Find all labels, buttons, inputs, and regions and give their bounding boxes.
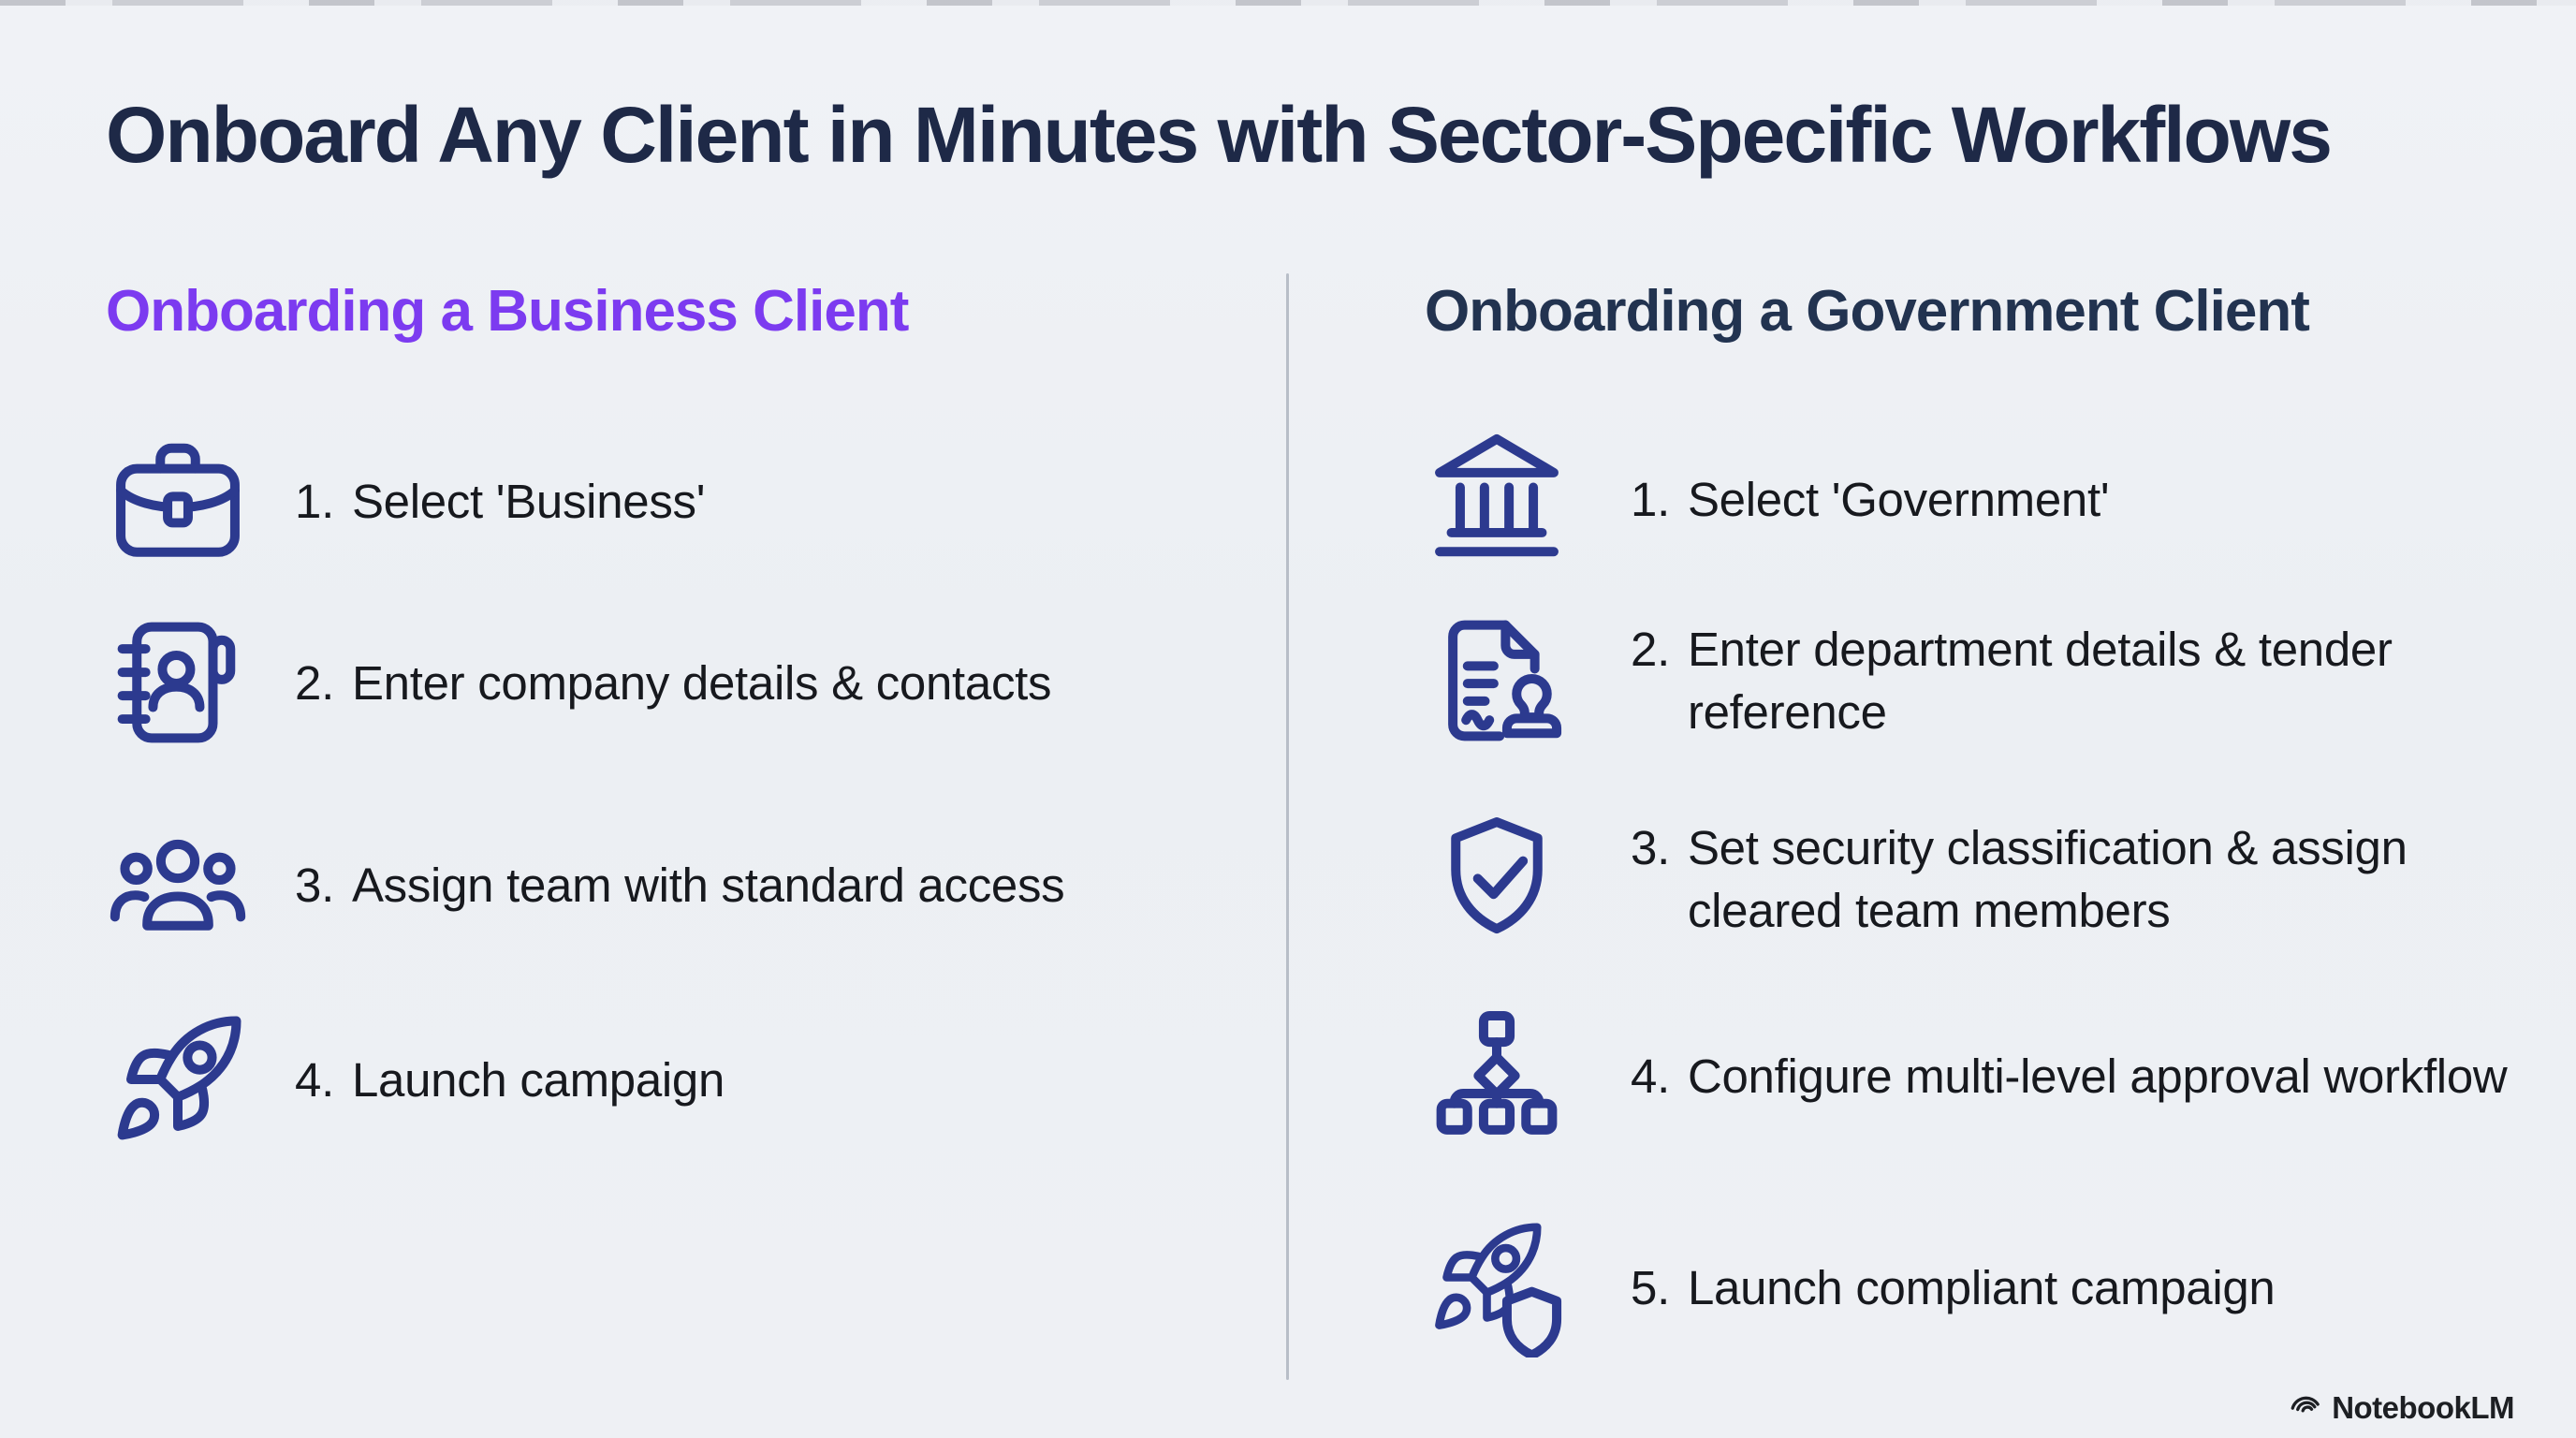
shield-check-icon (1425, 807, 1569, 951)
step-label: Launch campaign (351, 1052, 725, 1107)
step-number: 5. (1631, 1260, 1670, 1314)
business-column: Onboarding a Business Client 1. Select 'B… (106, 0, 1229, 1438)
briefcase-icon (106, 429, 250, 573)
notebooklm-watermark: NotebookLM (2290, 1388, 2514, 1427)
government-step-2: 2. Enter department details & tender refe… (1425, 609, 2568, 753)
step-number: 4. (1631, 1049, 1670, 1103)
step-text: 1. Select 'Government' (1631, 468, 2110, 531)
step-number: 2. (1631, 623, 1670, 676)
step-number: 3. (295, 858, 334, 912)
business-step-2: 2. Enter company details & contacts (106, 610, 1052, 755)
government-step-1: 1. Select 'Government' (1425, 427, 2110, 571)
government-step-5: 5. Launch compliant campaign (1425, 1215, 2276, 1359)
rocket-shield-icon (1425, 1215, 1569, 1359)
step-text: 3. Set security classification & assign c… (1631, 816, 2568, 942)
government-column: Onboarding a Government Client 1. Select … (1425, 0, 2576, 1438)
step-text: 4. Configure multi-level approval workflo… (1631, 1045, 2508, 1108)
step-text: 4. Launch campaign (295, 1049, 724, 1111)
step-label: Assign team with standard access (351, 858, 1065, 912)
notebooklm-logo-icon (2290, 1388, 2323, 1427)
government-step-4: 4. Configure multi-level approval workflo… (1425, 1004, 2508, 1148)
rocket-icon (106, 1007, 250, 1152)
step-number: 4. (295, 1052, 334, 1107)
step-number: 1. (295, 474, 334, 528)
step-text: 1. Select 'Business' (295, 470, 705, 533)
business-step-1: 1. Select 'Business' (106, 429, 705, 573)
step-label: Configure multi-level approval workflow (1687, 1049, 2508, 1103)
step-number: 1. (1631, 472, 1670, 526)
bank-icon (1425, 427, 1569, 571)
step-number: 2. (295, 655, 334, 710)
step-label: Select 'Government' (1687, 472, 2110, 526)
top-edge-artifact (0, 0, 2576, 6)
business-step-4: 4. Launch campaign (106, 1007, 724, 1152)
step-label: Set security classification & assign cle… (1687, 821, 2408, 937)
step-text: 3. Assign team with standard access (295, 854, 1065, 917)
step-text: 2. Enter department details & tender refe… (1631, 618, 2568, 743)
government-step-3: 3. Set security classification & assign c… (1425, 807, 2568, 951)
page-title: Onboard Any Client in Minutes with Secto… (106, 91, 2333, 179)
step-label: Enter department details & tender refere… (1687, 623, 2393, 739)
column-divider (1286, 273, 1289, 1380)
org-chart-icon (1425, 1004, 1569, 1148)
step-label: Enter company details & contacts (351, 655, 1052, 710)
step-label: Select 'Business' (351, 474, 706, 528)
step-label: Launch compliant campaign (1687, 1260, 2276, 1314)
step-text: 2. Enter company details & contacts (295, 652, 1052, 714)
team-icon (106, 813, 250, 957)
watermark-label: NotebookLM (2332, 1389, 2514, 1425)
step-number: 3. (1631, 821, 1670, 874)
document-stamp-icon (1425, 609, 1569, 753)
step-text: 5. Launch compliant campaign (1631, 1256, 2276, 1319)
business-column-heading: Onboarding a Business Client (106, 279, 909, 344)
contact-book-icon (106, 610, 250, 755)
government-column-heading: Onboarding a Government Client (1425, 279, 2310, 344)
business-step-3: 3. Assign team with standard access (106, 813, 1065, 957)
